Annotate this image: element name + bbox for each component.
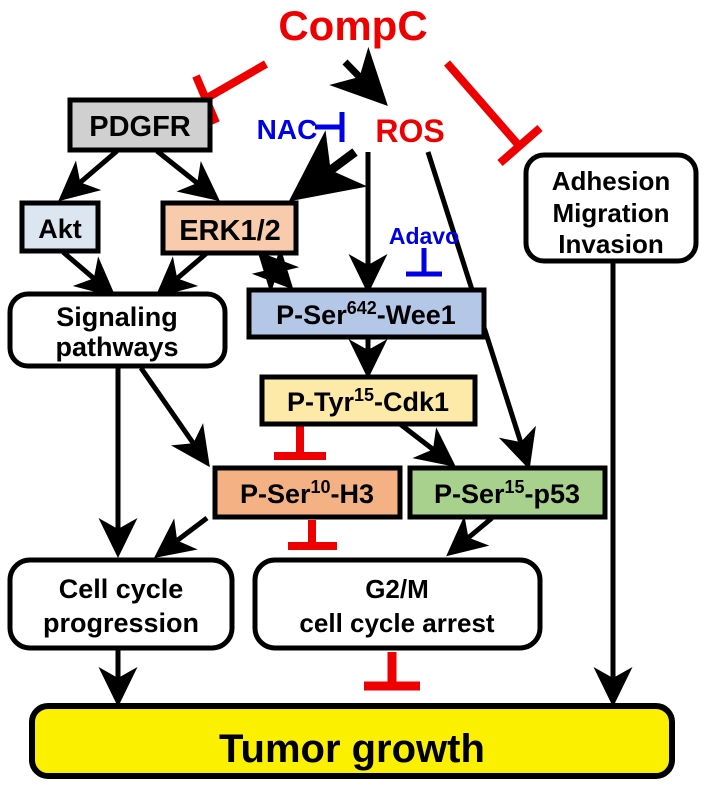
node-signaling-line1: Signaling — [56, 302, 178, 332]
edge-p53-activates-arrest — [446, 515, 494, 557]
node-pdgfr-label: PDGFR — [89, 111, 191, 143]
node-adavo: Adavo — [389, 223, 459, 249]
edge-h3-inhibits-arrest — [288, 520, 337, 550]
node-cdk1-suffix: -Cdk1 — [374, 387, 449, 417]
node-adhesion-line2: Migration — [553, 198, 670, 228]
node-wee1-label: P-Ser642-Wee1 — [276, 298, 456, 330]
edge-akt-activates-signaling — [61, 250, 116, 298]
node-cell-cycle-progression[interactable]: Cell cycle progression — [7, 557, 235, 651]
edge-cdk1-inhibits-h3 — [274, 424, 326, 460]
edge-cdk1-activates-p53 — [398, 422, 456, 468]
node-wee1-superscript: 642 — [347, 298, 377, 318]
node-adhesion-line3: Invasion — [558, 229, 663, 259]
edge-ros-activates-erk — [288, 130, 368, 202]
node-p53-superscript: 15 — [504, 477, 524, 497]
node-p53-label: P-Ser15-p53 — [434, 477, 580, 509]
node-h3-prefix: P-Ser — [240, 479, 311, 509]
node-arrest-line1: G2/M — [365, 574, 429, 604]
node-signaling-line2: pathways — [55, 332, 178, 362]
node-p53-suffix: -p53 — [525, 479, 581, 509]
node-h3-superscript: 10 — [311, 477, 331, 497]
edge-pdgfr-activates-erk — [155, 149, 220, 202]
node-p53-prefix: P-Ser — [434, 479, 505, 509]
node-progression-line1: Cell cycle — [59, 574, 184, 604]
node-signaling-pathways[interactable]: Signaling pathways — [7, 291, 228, 369]
node-h3-suffix: -H3 — [331, 479, 375, 509]
edge-adavo-inhibits-wee1 — [406, 248, 442, 277]
edge-pdgfr-activates-akt — [58, 149, 119, 202]
node-nac: NAC — [257, 114, 318, 145]
node-adhesion-line1: Adhesion — [552, 166, 670, 196]
node-cdk1-superscript: 15 — [354, 385, 374, 405]
node-cdk1-prefix: P-Tyr — [287, 387, 355, 417]
edge-h3-activates-progression — [154, 516, 209, 559]
node-h3[interactable]: P-Ser10-H3 — [212, 465, 403, 520]
node-wee1[interactable]: P-Ser642-Wee1 — [246, 287, 487, 340]
edge-compc-inhibits-adhesion — [443, 60, 543, 167]
edge-nac-inhibits-ros — [315, 112, 345, 142]
node-erk-label: ERK1/2 — [179, 215, 281, 247]
node-tumor-growth[interactable]: Tumor growth — [29, 703, 675, 779]
edge-erk-wee1-bidirectional — [251, 247, 300, 294]
node-tumor-growth-label: Tumor growth — [219, 727, 485, 771]
node-cdk1[interactable]: P-Tyr15-Cdk1 — [259, 374, 478, 427]
node-arrest-line2: cell cycle arrest — [299, 608, 494, 638]
node-p53[interactable]: P-Ser15-p53 — [407, 465, 608, 520]
edge-signaling-activates-h3 — [138, 366, 210, 468]
node-akt-label: Akt — [38, 214, 82, 244]
edge-compc-activates-ros — [329, 46, 388, 107]
node-progression-line2: progression — [43, 608, 199, 638]
edge-arrest-inhibits-tumor — [364, 652, 420, 691]
node-ros: ROS — [375, 113, 444, 149]
edge-erk-activates-signaling — [155, 250, 210, 298]
node-wee1-prefix: P-Ser — [276, 300, 347, 330]
node-pdgfr[interactable]: PDGFR — [67, 97, 213, 153]
node-cdk1-label: P-Tyr15-Cdk1 — [287, 385, 449, 417]
node-akt[interactable]: Akt — [19, 200, 101, 254]
node-adhesion-migration-invasion[interactable]: Adhesion Migration Invasion — [523, 152, 699, 264]
node-wee1-suffix: -Wee1 — [377, 300, 456, 330]
node-g2m-cell-cycle-arrest[interactable]: G2/M cell cycle arrest — [252, 557, 543, 651]
node-compc: CompC — [278, 2, 427, 49]
node-h3-label: P-Ser10-H3 — [240, 477, 374, 509]
node-erk[interactable]: ERK1/2 — [160, 200, 299, 256]
